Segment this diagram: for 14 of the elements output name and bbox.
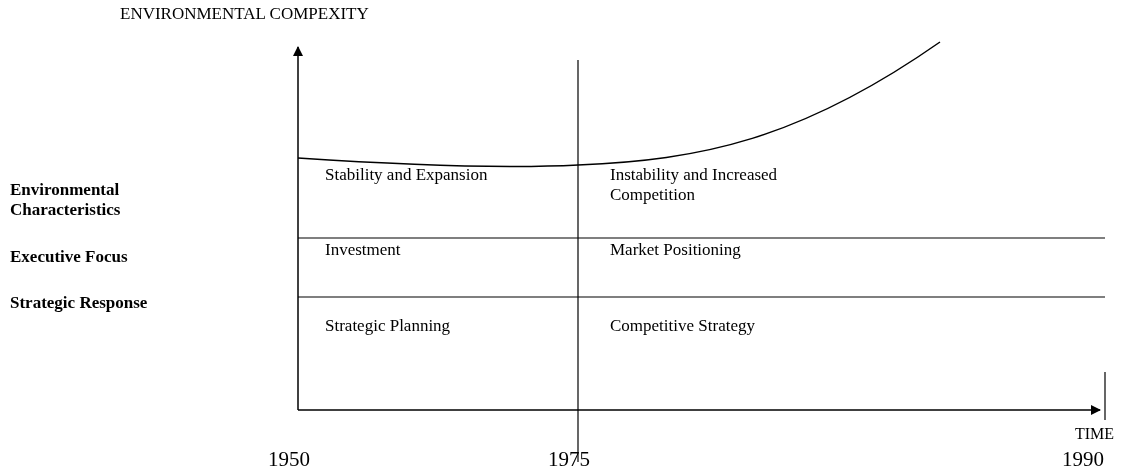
cell-text: Competitive Strategy [610,316,755,336]
cell-text: Stability and Expansion [325,165,488,185]
year-label: 1975 [548,447,590,471]
axis-label: TIME [1075,424,1115,443]
row-heading: Executive Focus [10,247,128,267]
cell-text: Instability and Increased Competition [610,165,779,205]
row-heading: Environmental Characteristics [10,180,122,220]
cell-text: Strategic Planning [325,316,451,336]
axis-label: ENVIRONMENTAL COMPEXITY [120,4,369,24]
year-label: 1950 [268,447,310,471]
year-label: 1990 [1062,447,1104,471]
cell-text: Investment [325,240,401,260]
cell-text: Market Positioning [610,240,741,260]
row-heading: Strategic Response [10,293,148,313]
